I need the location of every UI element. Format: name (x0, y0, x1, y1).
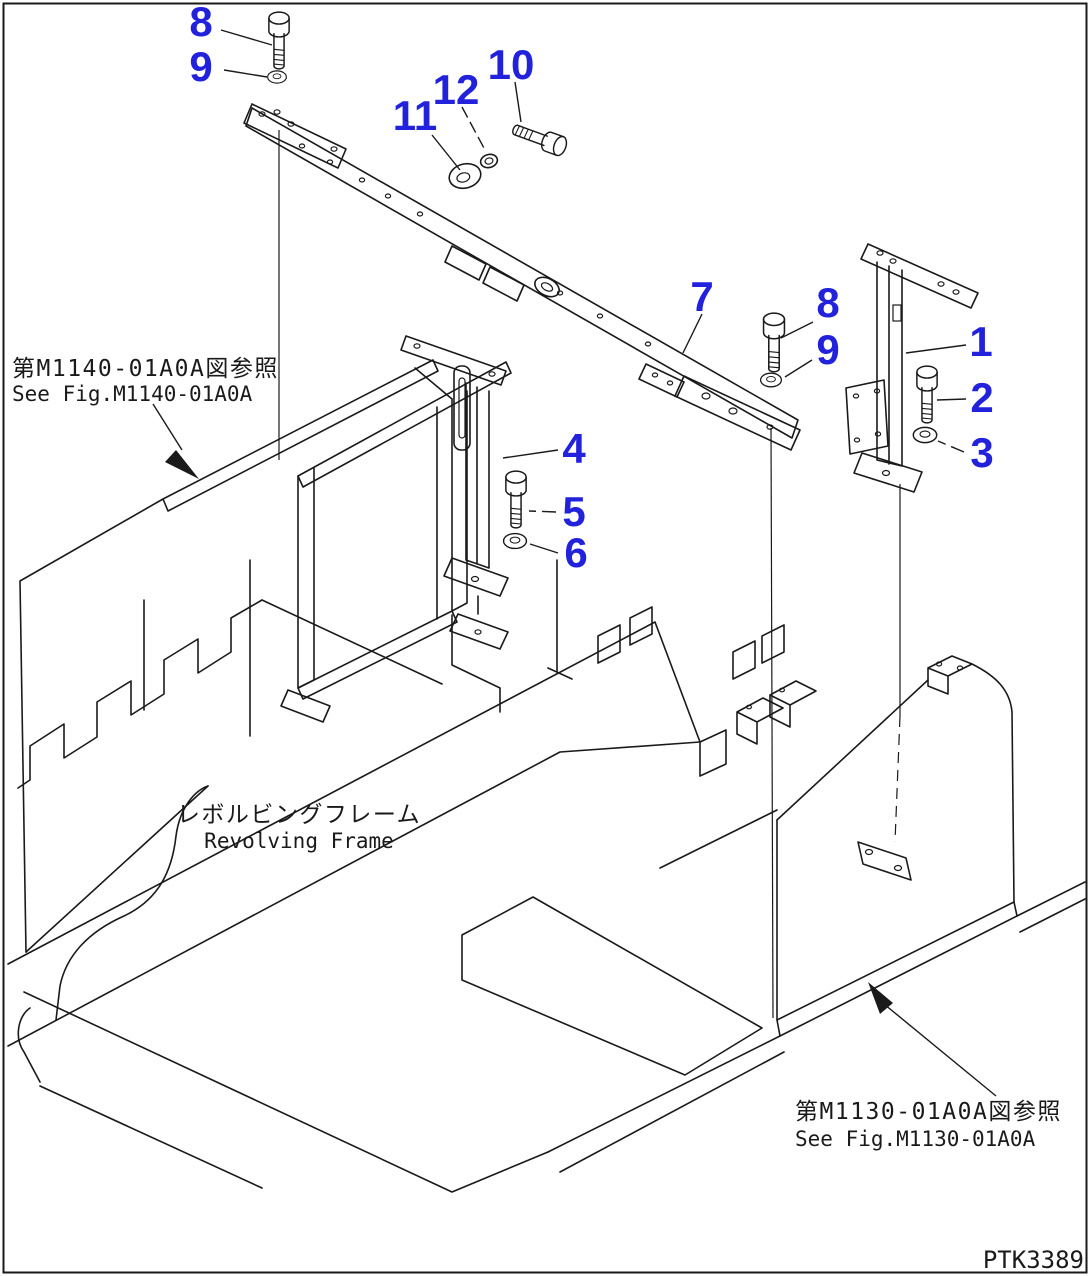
right-partition-panel (659, 655, 1018, 1037)
revolving-frame-body (7, 559, 1086, 1193)
callout-5: 5 (562, 488, 585, 535)
ref-label-m1140-en: See Fig.M1140-01A0A (12, 382, 253, 406)
top-cross-rail (243, 103, 801, 451)
grommet-icon (448, 162, 482, 190)
ref-arrow-m1140 (152, 403, 199, 479)
drawing-code: PTK3389 (983, 1246, 1084, 1274)
washer-icon (502, 532, 528, 550)
ref-label-m1140-jp: 第M1140-01A0A図参照 (12, 356, 279, 382)
bolt-icon (509, 118, 570, 159)
callout-1: 1 (969, 318, 992, 365)
bolt-icon (762, 312, 786, 373)
callout-leader-lines (220, 29, 967, 554)
ref-label-m1130-jp: 第M1130-01A0A図参照 (795, 1099, 1062, 1125)
frame-label-jp: レボルビングフレーム (177, 802, 421, 828)
callout-8-top: 8 (189, 0, 212, 45)
callout-9-top: 9 (189, 43, 212, 90)
callout-2: 2 (970, 374, 993, 421)
right-support-post (845, 243, 979, 493)
bolt-icon (916, 365, 938, 424)
center-support-post (400, 335, 509, 650)
callout-8-mid: 8 (816, 279, 839, 326)
washer-icon (759, 372, 783, 388)
callout-11: 11 (393, 92, 437, 139)
callout-10: 10 (488, 41, 535, 88)
callout-7: 7 (690, 273, 713, 320)
assembly-alignment-lines (278, 130, 912, 1019)
frame-label-en: Revolving Frame (204, 829, 394, 853)
washer-icon (267, 70, 287, 84)
left-partition-panel (19, 359, 439, 953)
ref-label-m1130-en: See Fig.M1130-01A0A (795, 1127, 1036, 1151)
washer-icon (479, 153, 499, 169)
ref-arrow-m1130 (868, 982, 997, 1097)
callout-3: 3 (970, 429, 993, 476)
washer-icon (912, 426, 938, 444)
bolt-icon (505, 470, 527, 529)
callout-12: 12 (433, 66, 480, 113)
window-frame-assembly (280, 361, 512, 723)
bolt-icon (268, 11, 290, 70)
callout-4: 4 (562, 425, 586, 472)
callout-9-mid: 9 (816, 326, 839, 373)
callout-6: 6 (564, 529, 587, 576)
